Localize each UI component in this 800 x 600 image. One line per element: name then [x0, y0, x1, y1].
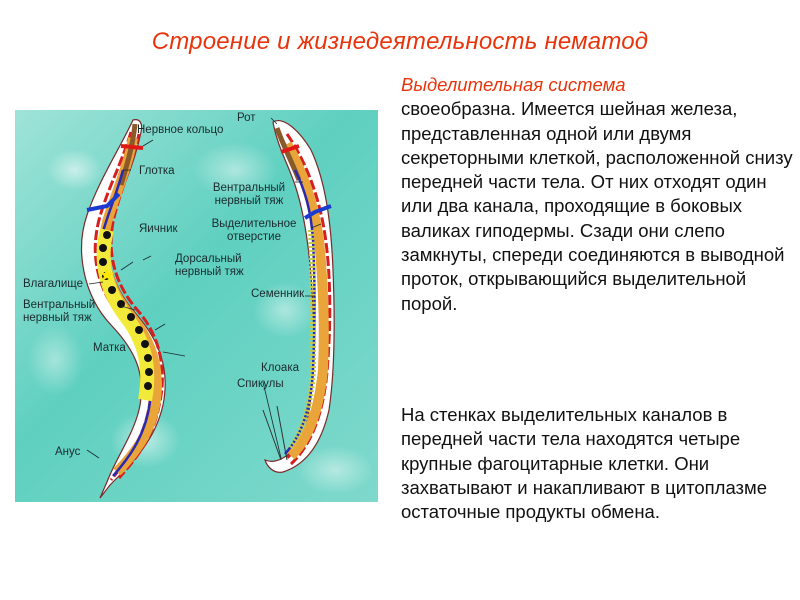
label-excretory-pore: Выделительное отверстие: [211, 218, 297, 243]
female-nerve-ring: [120, 144, 144, 150]
label-pharynx: Глотка: [139, 165, 175, 177]
male-nerve-ring: [280, 144, 300, 154]
male-spicules: [262, 405, 288, 461]
female-nematode: [81, 119, 166, 499]
female-excretory-canal: [86, 192, 121, 212]
label-ventral-nerve-cord-male: Вентральный нервный тяж: [212, 182, 286, 207]
excretory-system-heading: Выделительная система: [401, 74, 626, 95]
paragraph-excretory-system: Выделительная система своеобразна. Имеет…: [401, 73, 796, 316]
female-pharynx: [118, 123, 138, 186]
label-ventral-nerve-cord-female: Вентральный нервный тяж: [23, 299, 96, 324]
nematode-diagram: [81, 117, 335, 499]
female-eggs: [99, 231, 153, 390]
nematode-anatomy-figure: Нервное кольцо Глотка Яичник Влагалище В…: [15, 110, 378, 502]
paragraph2-body: На стенках выделительных каналов в перед…: [401, 404, 768, 523]
label-anus: Анус: [55, 446, 81, 458]
male-gut: [282, 141, 329, 460]
label-nerve-ring: Нервное кольцо: [137, 124, 224, 136]
vagina-star-icon: [100, 268, 114, 281]
label-cloaca: Клоака: [261, 362, 300, 374]
paragraph-phagocytic-cells: На стенках выделительных каналов в перед…: [401, 403, 796, 524]
label-leader-lines: [86, 117, 322, 459]
label-ovary: Яичник: [139, 223, 178, 235]
label-vagina: Влагалище: [23, 278, 83, 290]
label-uterus: Матка: [93, 342, 126, 354]
label-mouth: Рот: [237, 112, 256, 124]
slide-title: Строение и жизнедеятельность нематод: [151, 28, 649, 55]
label-spicules: Спикулы: [237, 378, 284, 390]
male-excretory-canal: [303, 204, 332, 220]
male-nematode: [262, 120, 335, 473]
label-testis: Семенник: [251, 288, 305, 300]
paragraph1-body: своеобразна. Имеется шейная железа, пред…: [401, 98, 793, 314]
label-dorsal-nerve-cord: Дорсальный нервный тяж: [175, 253, 244, 278]
